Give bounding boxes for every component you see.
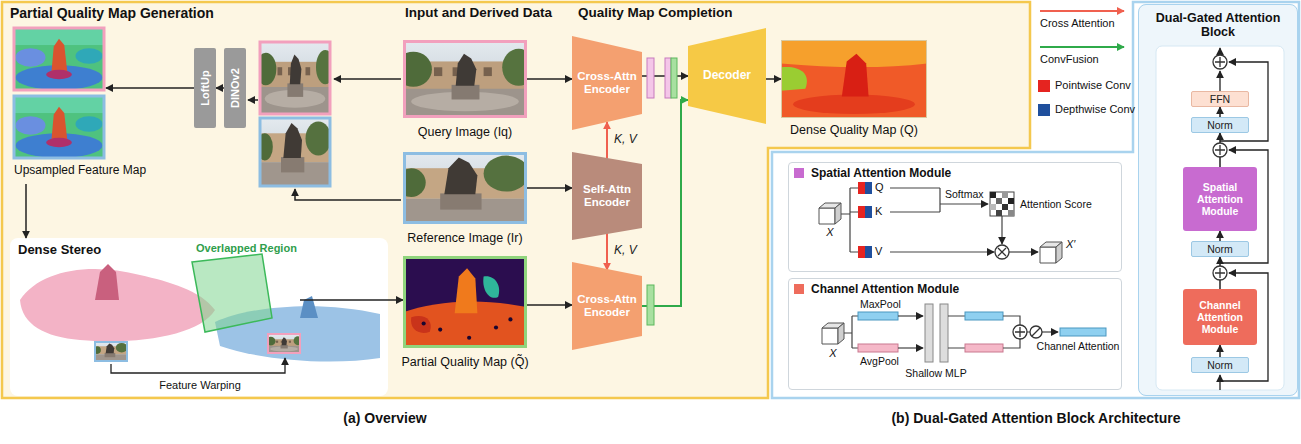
node-text: Partial Quality Map (Q̃) <box>401 355 528 369</box>
module-box: DINOv2 <box>224 48 246 128</box>
label-text: Input and Derived Data <box>405 5 552 21</box>
node-text: Norm <box>1207 243 1233 255</box>
legend-text: Cross Attention <box>1040 17 1115 30</box>
encoder-block: Cross-Attn Encoder <box>572 262 642 350</box>
node-text: Norm <box>1207 359 1233 371</box>
norm-box: Norm <box>1191 241 1249 257</box>
norm-box: Norm <box>1191 357 1249 373</box>
node-text: Spatial Attention Module <box>1186 181 1254 217</box>
label-text: Overlapped Region <box>196 242 297 255</box>
node-text: Cross-Attn Encoder <box>575 293 639 319</box>
node-text: Reference Image (Ir) <box>407 231 522 245</box>
label-text: Partial Quality Map Generation <box>10 5 214 21</box>
legend-text: ConvFusion <box>1040 53 1099 66</box>
label-text: (b) Dual-Gated Attention Block Architect… <box>891 410 1180 426</box>
encoder-block: Cross-Attn Encoder <box>572 36 642 130</box>
connector <box>527 304 572 306</box>
node-text: Cross-Attn Encoder <box>575 70 639 96</box>
connector <box>527 78 572 80</box>
node-text: Channel Attention Module <box>811 283 959 297</box>
node-text: Dual-Gated Attention Block <box>1143 11 1293 40</box>
label-text: Q <box>875 181 884 194</box>
node-shape <box>572 262 642 350</box>
block-panel: Dual-Gated Attention BlockFFNNormSpatial… <box>1138 4 1298 396</box>
node-text: Dense Stereo <box>18 243 101 258</box>
legend-swatch <box>1038 80 1050 92</box>
label-text: (a) Overview <box>343 410 426 426</box>
connector <box>606 122 608 159</box>
connector <box>106 87 194 89</box>
node-text: FFN <box>1210 93 1230 105</box>
image-frame: Query Image (Iq) <box>403 40 527 118</box>
label-text: V <box>875 245 882 258</box>
node-text: Query Image (Iq) <box>418 125 512 139</box>
label-text: X <box>829 347 836 360</box>
connector <box>766 78 781 80</box>
connector <box>216 87 224 89</box>
feature-map-pair: Upsampled Feature Map <box>12 26 106 160</box>
legend-swatch <box>1038 104 1050 116</box>
connector <box>606 233 608 270</box>
edge-label: K, V <box>614 133 637 147</box>
node-text: Decoder <box>703 69 751 83</box>
node-text: Self-Attn Encoder <box>575 183 639 209</box>
image-frame: Reference Image (Ir) <box>403 152 527 224</box>
label-text: Channel Attention <box>1037 340 1120 352</box>
edge-label: K, V <box>614 244 637 258</box>
label-text: AvgPool <box>860 355 899 367</box>
label-text: Attention Score <box>1020 198 1092 210</box>
label-text: Feature Warping <box>159 379 241 392</box>
attention-box: Channel Attention Module <box>1183 289 1257 345</box>
node-text: Channel Attention Module <box>1186 299 1254 335</box>
ffn-box: FFN <box>1191 91 1249 107</box>
label-text: Softmax <box>945 188 984 200</box>
connector <box>1219 107 1221 117</box>
node-text: LoftUp <box>199 70 212 105</box>
module-box: LoftUp <box>194 48 216 128</box>
label-text: Quality Map Completion <box>578 5 733 21</box>
module-panel: Spatial Attention Module <box>788 162 1122 272</box>
label-text: X′ <box>1066 238 1075 251</box>
node-text: Spatial Attention Module <box>811 167 951 181</box>
connector <box>25 184 27 238</box>
label-text: MaxPool <box>860 298 901 310</box>
node-shape <box>572 152 642 240</box>
node-shape <box>688 28 766 124</box>
legend-text: Depthwise Conv <box>1055 103 1135 116</box>
image-frame: Partial Quality Map (Q̃) <box>403 256 527 348</box>
attention-box: Spatial Attention Module <box>1183 167 1257 231</box>
node-shape <box>572 36 642 130</box>
node-text: Norm <box>1207 119 1233 131</box>
connector <box>388 299 403 301</box>
norm-box: Norm <box>1191 117 1249 133</box>
label-text: K <box>875 205 882 218</box>
encoder-block: Self-Attn Encoder <box>572 152 642 240</box>
connector <box>1219 231 1221 241</box>
node-text: Dense Quality Map (Q) <box>790 123 918 137</box>
connector <box>1219 345 1221 357</box>
connector <box>527 187 572 189</box>
node-text: DINOv2 <box>229 68 242 108</box>
decoder-block: Decoder <box>688 28 766 124</box>
node-text: Upsampled Feature Map <box>14 164 146 178</box>
stereo-panel: Dense Stereo <box>10 238 388 396</box>
label-text: Shallow MLP <box>905 367 966 379</box>
image-frame: Dense Quality Map (Q) <box>781 40 927 118</box>
connector <box>642 100 688 306</box>
legend-text: Pointwise Conv <box>1055 79 1131 92</box>
label-text: X <box>826 226 833 239</box>
